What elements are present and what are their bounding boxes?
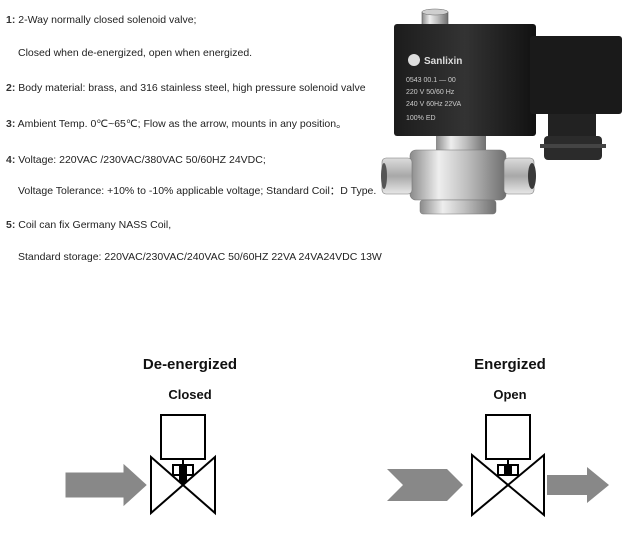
coil-label-line2: 220 V 50/60 Hz — [406, 89, 455, 96]
open-valve-diagram — [387, 414, 609, 518]
spec-line-4b: Voltage Tolerance: +10% to -10% applicab… — [18, 185, 376, 198]
left-diagram-title: De-energized — [142, 356, 238, 373]
spec-number: 4: — [6, 154, 16, 166]
coil-body — [394, 24, 536, 136]
valve-left-triangle — [471, 452, 510, 518]
brand-logo-icon — [408, 54, 420, 66]
spec-number: 3: — [6, 118, 16, 130]
coil-label-line4: 100% ED — [406, 115, 436, 122]
spec-text: Ambient Temp. 0℃~65℃; Flow as the arrow,… — [15, 118, 347, 130]
connector-plug — [530, 36, 622, 114]
spec-line-1: 1: 2-Way normally closed solenoid valve; — [6, 14, 196, 27]
inflow-arrow-icon — [65, 463, 147, 507]
spec-number: 5: — [6, 219, 16, 231]
inflow-arrow-icon — [387, 469, 463, 501]
spec-text: Voltage Tolerance: +10% to -10% applicab… — [18, 185, 377, 197]
outflow-arrow-icon — [547, 467, 609, 503]
spec-text: Voltage: 220VAC /230VAC/380VAC 50/60HZ 2… — [15, 154, 266, 166]
valve-body — [409, 149, 507, 201]
coil-brand: Sanlixin — [424, 56, 462, 67]
spec-text: Closed when de-energized, open when ener… — [18, 47, 253, 59]
valve-left-triangle — [150, 454, 185, 516]
right-diagram-state: Open — [493, 387, 527, 402]
right-diagram-title: Energized — [474, 356, 546, 373]
solenoid-valve-photo: Sanlixin 0543 00.1 — 00 220 V 50/60 Hz 2… — [381, 8, 622, 215]
valve-right-triangle — [506, 452, 545, 518]
actuator-box — [485, 414, 531, 460]
spec-text: 2-Way normally closed solenoid valve; — [15, 14, 197, 26]
spec-line-4: 4: Voltage: 220VAC /230VAC/380VAC 50/60H… — [6, 154, 266, 167]
spec-line-2: 2: Body material: brass, and 316 stainle… — [6, 82, 366, 95]
spec-text: Body material: brass, and 316 stainless … — [15, 82, 366, 94]
left-diagram-state: Closed — [168, 387, 212, 402]
coil-label-line1: 0543 00.1 — 00 — [406, 77, 456, 84]
spec-text: Standard storage: 220VAC/230VAC/240VAC 5… — [18, 251, 382, 263]
spec-number: 2: — [6, 82, 16, 94]
spec-number: 1: — [6, 14, 16, 26]
spec-text: Coil can fix Germany NASS Coil, — [15, 219, 172, 231]
closed-valve-diagram — [65, 414, 216, 516]
spec-line-1b: Closed when de-energized, open when ener… — [18, 47, 252, 60]
spec-line-3: 3: Ambient Temp. 0℃~65℃; Flow as the arr… — [6, 118, 347, 131]
spec-line-5: 5: Coil can fix Germany NASS Coil, — [6, 219, 171, 232]
valve-right-triangle — [181, 454, 216, 516]
coil-label-line3: 240 V 60Hz 22VA — [406, 101, 461, 108]
spec-line-5b: Standard storage: 220VAC/230VAC/240VAC 5… — [18, 251, 382, 264]
actuator-box — [160, 414, 206, 460]
